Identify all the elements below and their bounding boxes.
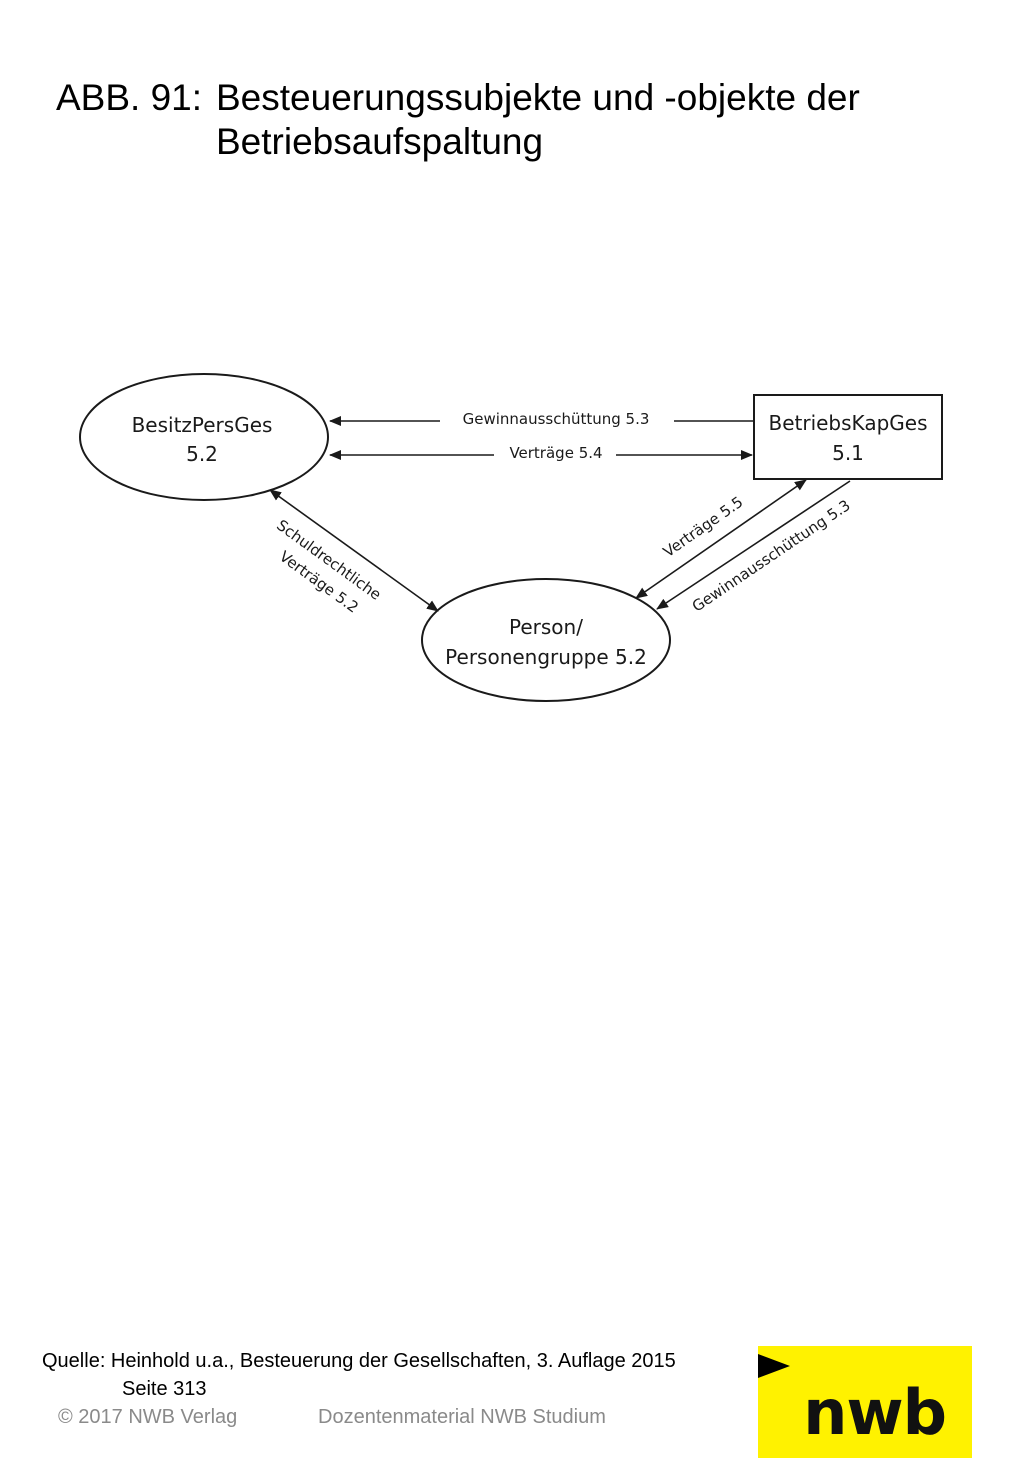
node-betriebskapges: BetriebsKapGes 5.1	[753, 394, 943, 480]
figure-title: Besteuerungssubjekte und -objekte der Be…	[216, 76, 956, 164]
figure-title-line-2: Betriebsaufspaltung	[216, 121, 544, 162]
node-betriebskapges-shape	[753, 394, 943, 480]
source-page: Seite 313	[122, 1378, 207, 1400]
logo-text: nwb	[803, 1376, 947, 1449]
node-person-label: Person/	[509, 615, 583, 639]
node-betriebskapges-label: BetriebsKapGes	[768, 411, 927, 435]
edge-vertraege-5-4-label: Verträge 5.4	[509, 444, 602, 462]
footer-copyright: © 2017 NWB Verlag	[58, 1406, 238, 1428]
node-besitzpersges-shape	[79, 373, 329, 501]
edge-gewinnausschuettung-diag-line	[656, 480, 851, 610]
source-citation: Quelle: Heinhold u.a., Besteuerung der G…	[42, 1350, 676, 1372]
node-besitzpersges-label: BesitzPersGes	[132, 413, 273, 437]
node-person-shape	[421, 578, 671, 702]
node-person-group-label: Personengruppe 5.2	[445, 645, 647, 669]
edge-vertraege-5-4: Verträge 5.4	[329, 444, 753, 462]
logo-arrow-icon	[758, 1354, 790, 1378]
node-besitzpersges: BesitzPersGes 5.2	[79, 373, 329, 501]
footer-material: Dozentenmaterial NWB Studium	[318, 1406, 606, 1428]
figure-number: ABB. 91:	[56, 77, 203, 118]
nwb-logo: nwb	[758, 1346, 972, 1458]
edge-vertraege-5-5-line	[635, 479, 807, 599]
edge-gewinnausschuettung-top-label: Gewinnausschüttung 5.3	[463, 410, 650, 428]
edge-schuldrechtliche-vertraege: Schuldrechtliche Verträge 5.2	[269, 489, 439, 617]
node-betriebskapges-number: 5.1	[832, 441, 864, 465]
edge-gewinnausschuettung-top: Gewinnausschüttung 5.3	[329, 410, 754, 428]
edge-schuldrechtliche-vertraege-line	[269, 489, 439, 612]
figure-title-line-1: Besteuerungssubjekte und -objekte der	[216, 77, 860, 118]
node-besitzpersges-number: 5.2	[186, 442, 218, 466]
node-person: Person/ Personengruppe 5.2	[421, 578, 671, 702]
